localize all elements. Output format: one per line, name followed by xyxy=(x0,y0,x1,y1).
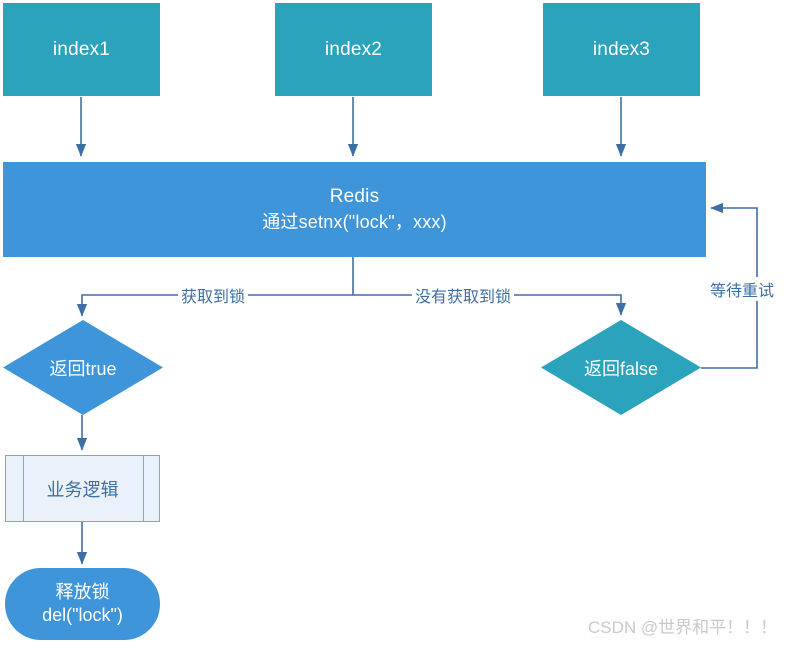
node-return-true[interactable]: 返回true xyxy=(3,320,163,415)
node-release-lock-line1: 释放锁 xyxy=(55,581,110,602)
node-index3-label: index3 xyxy=(592,38,651,60)
node-release-lock-line2: del("lock") xyxy=(42,605,123,625)
node-return-false-label: 返回false xyxy=(583,358,659,379)
node-redis-subtitle: 通过setnx("lock"，xxx) xyxy=(262,212,447,233)
node-return-true-label: 返回true xyxy=(49,358,117,379)
predefined-process-right-bar xyxy=(143,456,144,521)
node-release-lock[interactable]: 释放锁 del("lock") xyxy=(5,568,160,640)
node-redis-title: Redis xyxy=(329,186,380,208)
node-business-logic-label: 业务逻辑 xyxy=(46,479,119,500)
predefined-process-left-bar xyxy=(23,456,24,521)
edge-redis-to-return-true xyxy=(76,294,353,317)
node-index3[interactable]: index3 xyxy=(543,3,700,96)
csdn-watermark: CSDN @世界和平！！！ xyxy=(588,618,778,637)
return-true-diamond-shape xyxy=(3,320,163,415)
node-index2-label: index2 xyxy=(324,38,383,60)
return-false-diamond-shape xyxy=(541,320,701,415)
edge-label-wait-retry: 等待重试 xyxy=(707,277,778,301)
edge-label-got-lock: 获取到锁 xyxy=(178,283,249,307)
node-index2[interactable]: index2 xyxy=(275,3,432,96)
node-redis[interactable]: Redis 通过setnx("lock"，xxx) xyxy=(3,162,706,257)
node-index1[interactable]: index1 xyxy=(3,3,160,96)
node-return-false[interactable]: 返回false xyxy=(541,320,701,415)
node-business-logic[interactable]: 业务逻辑 xyxy=(5,455,160,522)
edge-label-no-lock: 没有获取到锁 xyxy=(412,283,515,307)
node-index1-label: index1 xyxy=(52,38,111,60)
